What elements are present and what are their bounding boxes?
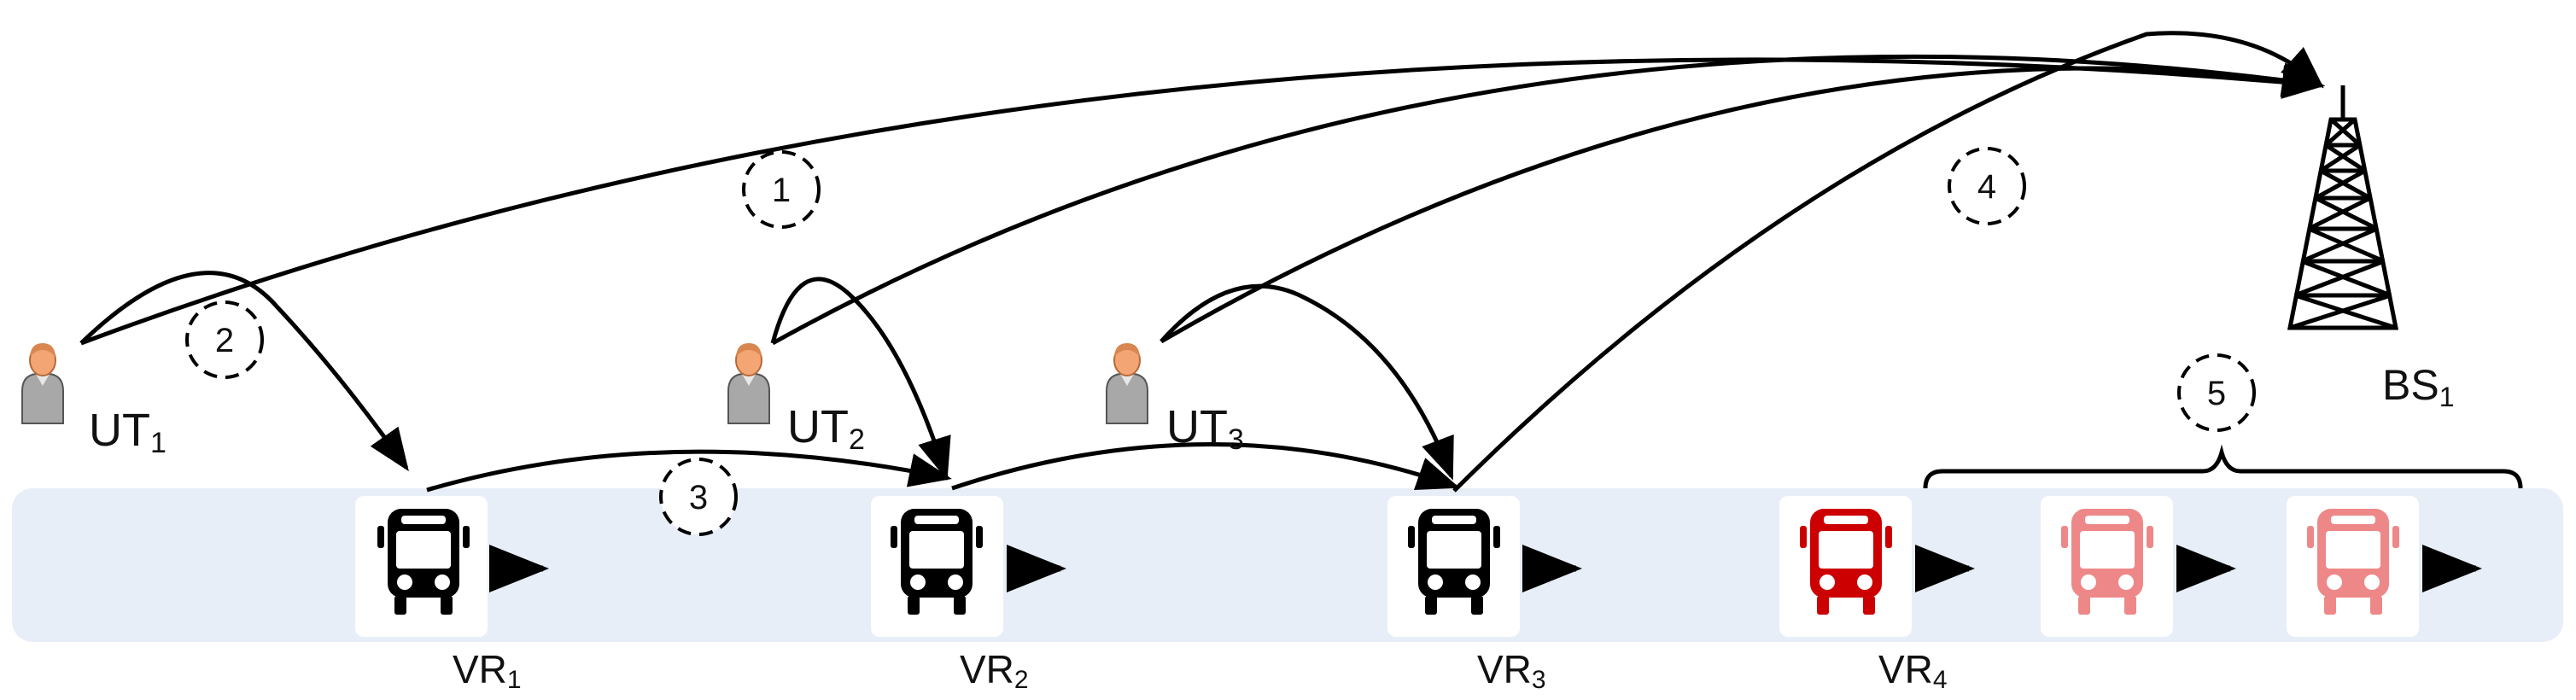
step-number: 4 (1977, 168, 1996, 206)
user-label: UT3 (1166, 401, 1244, 456)
link-vr2-vr3 (951, 442, 1460, 491)
links (79, 31, 2325, 493)
step-number: 5 (2207, 375, 2226, 412)
link-ut2-vr2 (770, 277, 951, 481)
user-icon (727, 342, 770, 424)
antenna-tower-icon (2287, 85, 2399, 330)
link-ut3-vr3 (1159, 283, 1454, 481)
step-marker: 3 (659, 458, 738, 536)
road-band (12, 488, 2563, 642)
user-icon (21, 342, 64, 424)
step-marker: 5 (2177, 353, 2256, 432)
vehicle-label: VR1 (453, 647, 522, 694)
step-marker: 2 (185, 300, 264, 379)
user-label: UT2 (787, 401, 865, 456)
brace-future-route (1923, 444, 2523, 489)
step-number: 2 (215, 322, 234, 359)
user-label: UT1 (89, 405, 166, 459)
user-icon (1106, 342, 1148, 424)
step-number: 3 (689, 479, 708, 516)
step-marker: 1 (742, 150, 821, 229)
step-marker: 4 (1948, 147, 2026, 225)
step-markers: 1 2 3 4 5 (185, 147, 2256, 536)
uplink-vr3-bs (1452, 31, 2324, 493)
link-ut1-vr1 (79, 271, 409, 472)
vehicle-label: VR3 (1477, 647, 1546, 694)
uplink-ut3-bs (1159, 62, 2325, 344)
step-number: 1 (772, 172, 791, 209)
vehicle-label: VR4 (1878, 647, 1948, 694)
vehicle-label: VR2 (960, 647, 1029, 694)
base-station-label: BS1 (2382, 361, 2455, 412)
uplink-ut1-bs (80, 57, 2325, 346)
link-vr1-vr2 (426, 449, 952, 493)
uplink-ut2-bs (771, 54, 2325, 346)
